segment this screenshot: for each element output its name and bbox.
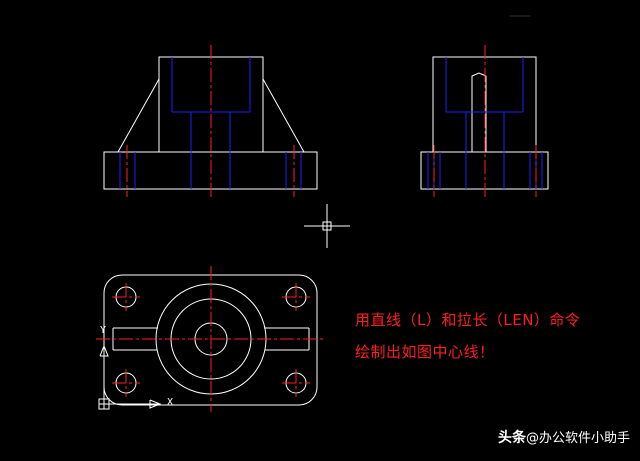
top-view-center-lines bbox=[96, 266, 326, 412]
watermark-prefix: 头条 bbox=[497, 430, 526, 446]
watermark: 头条@办公软件小助手 bbox=[498, 427, 630, 447]
ucs-y-label: Y bbox=[100, 325, 107, 336]
annotation-line-1: 用直线（L）和拉长（LEN）命令 bbox=[355, 311, 581, 329]
front-view-hidden-lines bbox=[119, 57, 302, 189]
ucs-axis-icon bbox=[98, 340, 162, 410]
crosshair-cursor-icon[interactable] bbox=[304, 204, 350, 248]
side-view-center-lines bbox=[433, 45, 537, 197]
side-view bbox=[420, 45, 549, 197]
ucs-x-label: X bbox=[167, 397, 174, 408]
annotation-line-2: 绘制出如图中心线！ bbox=[355, 343, 495, 361]
top-view bbox=[96, 266, 326, 412]
front-view-center-lines bbox=[126, 45, 295, 197]
front-view bbox=[103, 45, 318, 197]
watermark-handle: @办公软件小助手 bbox=[525, 431, 630, 446]
